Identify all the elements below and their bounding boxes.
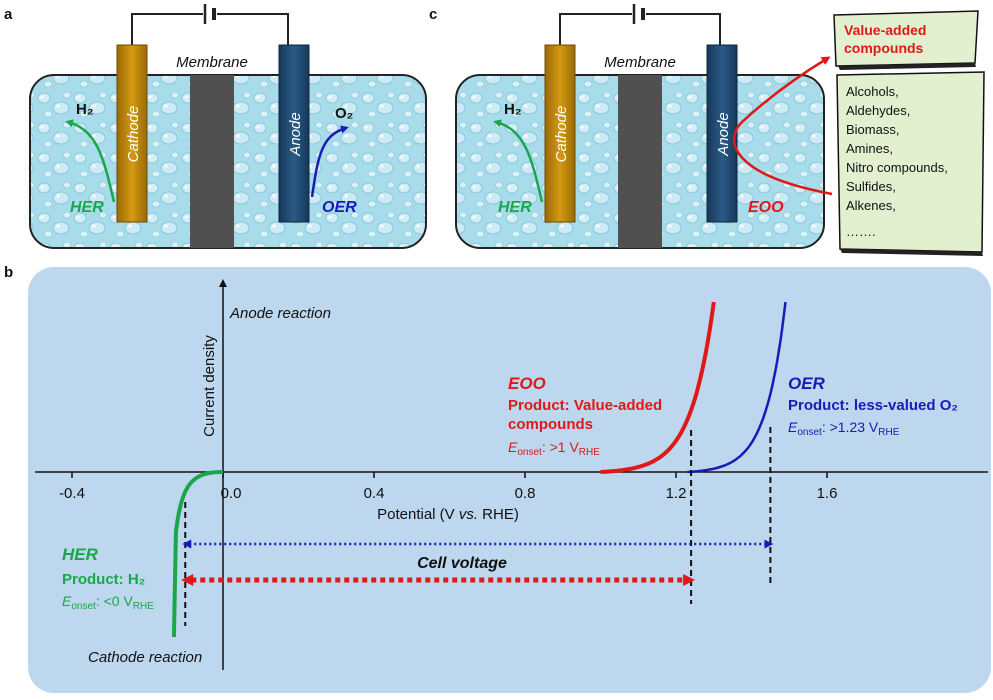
anode-reaction-label: Anode reaction <box>229 305 331 322</box>
eoo-arrow-c <box>733 56 833 196</box>
x-axis-label: Potential (V vs. RHE) <box>377 506 519 523</box>
battery-circuit-c <box>559 4 721 45</box>
anode-label-a: Anode <box>287 112 304 156</box>
eoo-product-line-1: Product: Value-added <box>508 397 662 414</box>
eoo-onset: Eonset: >1 VRHE <box>508 439 600 458</box>
x-tick-label: 1.2 <box>666 485 687 502</box>
cathode-label-a: Cathode <box>125 106 142 163</box>
substrate-item: Alcohols, <box>846 84 899 99</box>
substrate-item: ……. <box>846 224 876 239</box>
x-tick-label: -0.4 <box>59 485 85 502</box>
h2-label-c: H₂ <box>504 101 522 118</box>
her-curve <box>171 470 224 638</box>
substrate-item: Sulfides, <box>846 179 896 194</box>
oer-curve <box>687 301 787 474</box>
her-label-c: HER <box>498 199 532 216</box>
eoo-product-line-2: compounds <box>508 416 593 433</box>
panel-b: b -0.4 0.0 0.4 0.8 1.2 1.6 Anode reaction Cat… <box>4 264 991 693</box>
o2-label-a: O₂ <box>335 105 353 122</box>
x-tick-label: 0.4 <box>364 485 385 502</box>
her-annotation: HER Product: H₂ Eonset: <0 VRHE <box>62 545 154 612</box>
substrate-item: Biomass, <box>846 122 899 137</box>
panel-letter-c: c <box>429 6 437 23</box>
x-tick-label: 0.0 <box>221 485 242 502</box>
cathode-electrode-c <box>544 44 576 223</box>
her-name: HER <box>62 545 99 564</box>
membrane-label-c: Membrane <box>604 54 676 71</box>
substrate-item: Alkenes, <box>846 198 896 213</box>
anode-electrode-a <box>278 44 310 223</box>
anode-electrode-c <box>706 44 738 223</box>
oer-product: Product: less-valued O₂ <box>788 397 958 414</box>
cathode-reaction-label: Cathode reaction <box>88 649 202 666</box>
eoo-label-c: EOO <box>748 199 784 216</box>
value-added-box <box>833 10 979 67</box>
chart-background <box>28 267 991 693</box>
x-tick-label: 0.8 <box>515 485 536 502</box>
oer-label-a: OER <box>322 199 357 216</box>
o2-arrow-a <box>310 125 349 198</box>
cathode-label-c: Cathode <box>553 106 570 163</box>
substrate-list: Alcohols, Aldehydes, Biomass, Amines, Ni… <box>846 84 948 239</box>
substrates-box-shadow <box>840 249 983 256</box>
substrate-item: Amines, <box>846 141 893 156</box>
eoo-name: EOO <box>508 374 546 393</box>
eoo-curve <box>600 301 716 474</box>
anode-label-c: Anode <box>715 112 732 156</box>
battery-circuit-a <box>131 4 289 45</box>
value-added-box-shadow <box>838 63 976 70</box>
oer-onset: Eonset: >1.23 VRHE <box>788 419 900 438</box>
h2-arrow-a <box>65 119 116 203</box>
cathode-electrode-a <box>116 44 148 223</box>
oer-annotation: OER Product: less-valued O₂ Eonset: >1.2… <box>788 374 958 438</box>
her-label-a: HER <box>70 199 104 216</box>
value-added-line-1: Value-added <box>844 22 926 38</box>
y-axis-label: Current density <box>201 335 218 437</box>
panel-letter-b: b <box>4 264 13 281</box>
substrate-item: Nitro compounds, <box>846 160 948 175</box>
her-onset: Eonset: <0 VRHE <box>62 593 154 612</box>
h2-label-a: H₂ <box>76 101 94 118</box>
panel-c: c Membrane Cathode Anode H₂ HER EOO Valu… <box>429 4 985 256</box>
her-product: Product: H₂ <box>62 571 145 588</box>
x-ticks: -0.4 0.0 0.4 0.8 1.2 1.6 <box>59 472 837 502</box>
substrate-item: Aldehydes, <box>846 103 910 118</box>
x-tick-label: 1.6 <box>817 485 838 502</box>
value-added-line-2: compounds <box>844 40 924 56</box>
oer-name: OER <box>788 374 826 393</box>
panel-a: a Membrane Cathode Anode H₂ O₂ HER OER <box>4 4 427 249</box>
eoo-annotation: EOO Product: Value-added compounds Eonse… <box>508 374 662 458</box>
panel-letter-a: a <box>4 6 13 23</box>
membrane-label-a: Membrane <box>176 54 248 71</box>
cell-voltage-label: Cell voltage <box>417 555 507 572</box>
h2-arrow-c <box>493 119 544 203</box>
membrane-a <box>190 75 234 248</box>
membrane-c <box>618 75 662 248</box>
